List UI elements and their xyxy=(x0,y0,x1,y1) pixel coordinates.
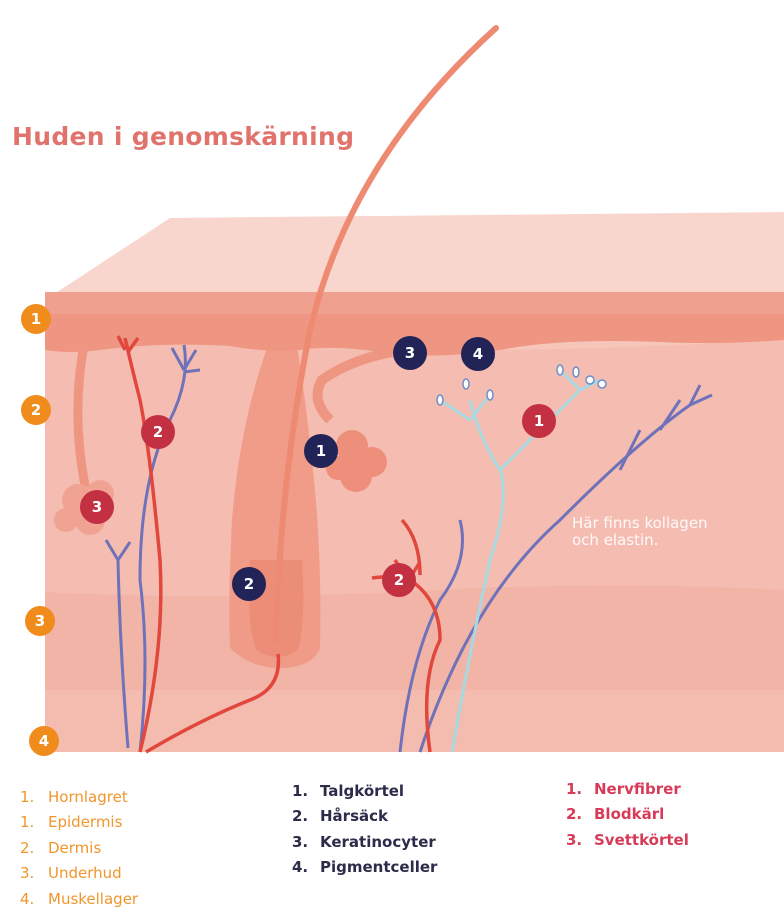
layer-badge-horny-layer: 1 xyxy=(21,304,51,334)
dermis-region xyxy=(45,340,784,596)
legend-item: 2.Dermis xyxy=(20,835,138,861)
layer-badge-subcutis: 3 xyxy=(25,606,55,636)
muscle-region xyxy=(45,690,784,752)
legend-item: 4.Pigmentceller xyxy=(292,855,437,881)
legend-item: 3.Keratinocyter xyxy=(292,829,437,855)
legend-vessels: 1.Nervfibrer 2.Blodkärl 3.Svettkörtel xyxy=(566,776,689,853)
legend-item: 2.Blodkärl xyxy=(566,802,689,828)
layer-badge-dermis: 2 xyxy=(21,395,51,425)
layer-badge-muscle: 4 xyxy=(29,726,59,756)
badge-nerve-fibres: 1 xyxy=(522,404,556,438)
badge-blood-vessel-right: 2 xyxy=(382,563,416,597)
skin-top-surface xyxy=(45,212,784,300)
legend-skin-layers: 1.Hornlagret 1.Epidermis 2.Dermis 3.Unde… xyxy=(20,784,138,912)
legend-item: 2.Hårsäck xyxy=(292,804,437,830)
diagram-title: Huden i genomskärning xyxy=(12,122,354,151)
collagen-caption: Här finns kollagen och elastin. xyxy=(572,515,732,549)
badge-pigment-cells: 4 xyxy=(461,337,495,371)
legend-item: 4.Muskellager xyxy=(20,886,138,912)
badge-blood-vessel-left: 2 xyxy=(141,415,175,449)
legend-item: 1.Talgkörtel xyxy=(292,778,437,804)
legend-item: 1.Hornlagret xyxy=(20,784,138,810)
horny-layer-band xyxy=(45,292,784,314)
badge-keratinocytes: 3 xyxy=(393,336,427,370)
legend-item: 1.Epidermis xyxy=(20,810,138,836)
legend-structures: 1.Talgkörtel 2.Hårsäck 3.Keratinocyter 4… xyxy=(292,778,437,880)
legend-item: 3.Underhud xyxy=(20,861,138,887)
legend-item: 1.Nervfibrer xyxy=(566,776,689,802)
legend-item: 3.Svettkörtel xyxy=(566,827,689,853)
badge-hair-follicle: 2 xyxy=(232,567,266,601)
badge-sebaceous-gland: 1 xyxy=(304,434,338,468)
badge-sweat-gland: 3 xyxy=(80,490,114,524)
